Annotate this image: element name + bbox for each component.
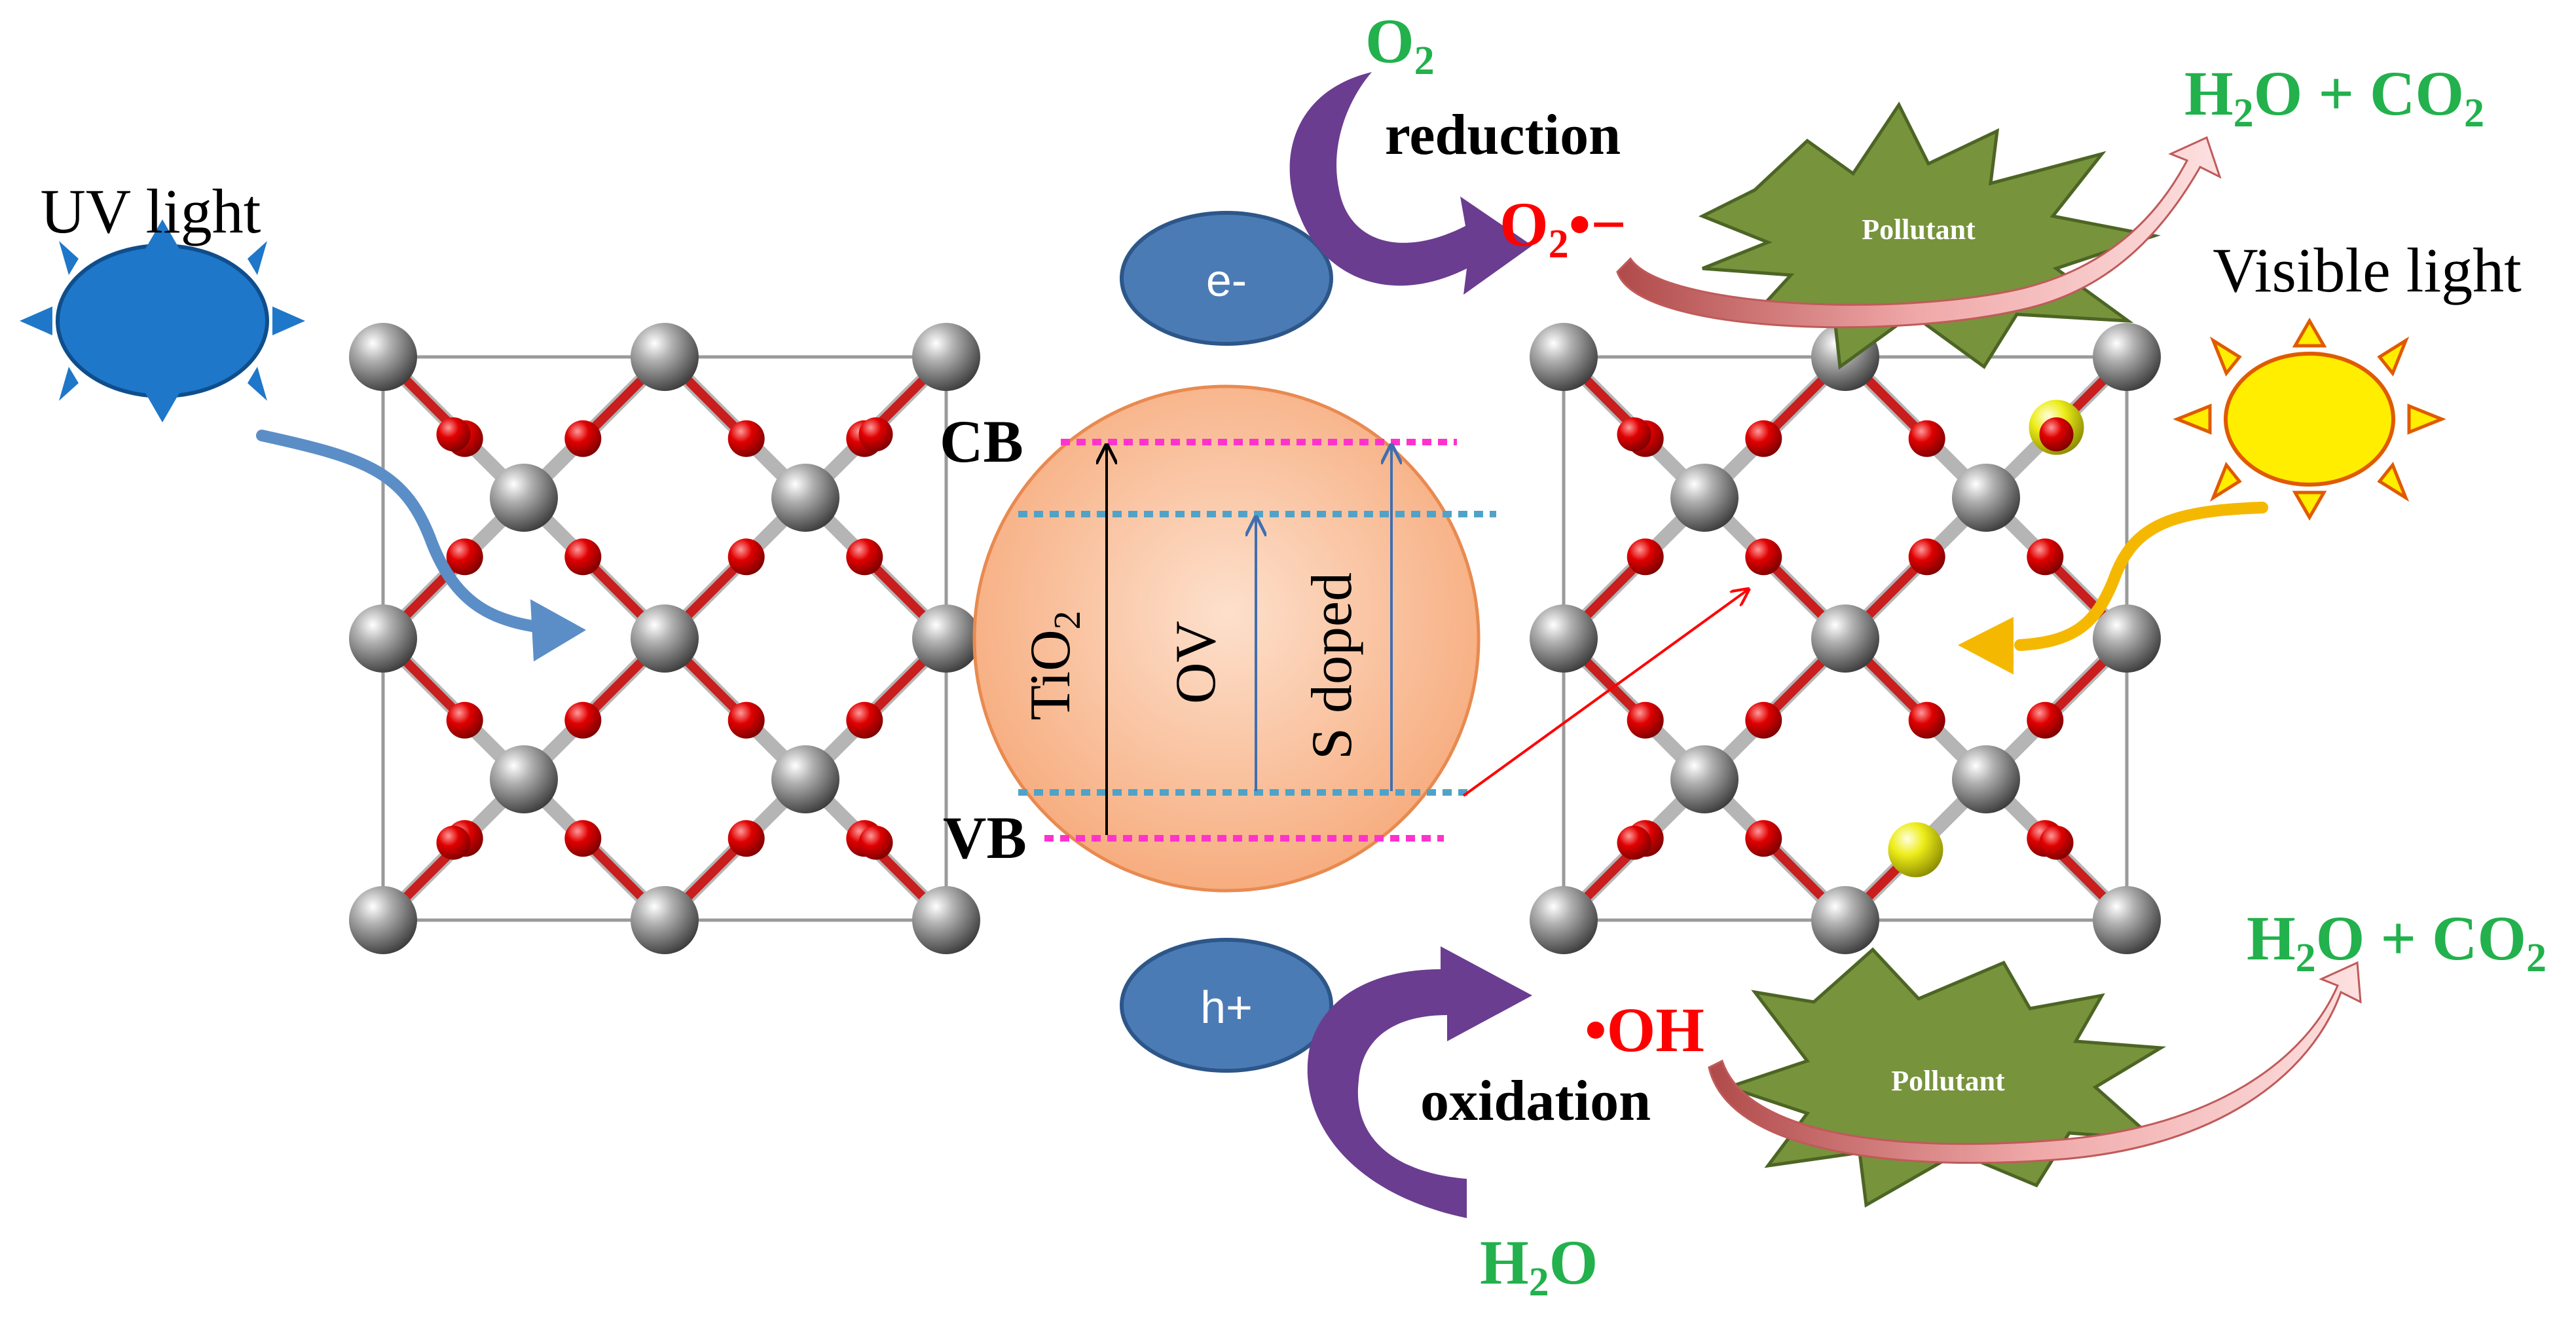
titanium-atom (912, 604, 980, 673)
oxygen-atom (1617, 417, 1651, 452)
tio2-crystal-left (349, 323, 980, 954)
superoxide-label: O2•− (1500, 189, 1627, 267)
oxygen-atom (858, 825, 893, 860)
oxygen-atom (1745, 538, 1782, 576)
titanium-atom (490, 464, 558, 532)
titanium-atom (1952, 745, 2020, 813)
tio2-crystal-right (1530, 323, 2161, 954)
titanium-atom (771, 464, 839, 532)
titanium-atom (2093, 604, 2161, 673)
s-doped-band-label: S doped (1300, 572, 1364, 760)
uv-sun-icon (20, 219, 305, 422)
oxygen-atom (1617, 825, 1651, 860)
oxygen-atom (446, 701, 483, 739)
titanium-atom (1530, 604, 1598, 673)
oxygen-atom (727, 538, 765, 576)
oxygen-atom (1908, 420, 1945, 457)
pollutant-top-label: Pollutant (1862, 213, 1976, 246)
o2-reactant-label: O2 (1365, 6, 1435, 83)
titanium-atom (349, 323, 417, 391)
hole-ellipse (1120, 938, 1333, 1073)
visible-arrow (2014, 502, 2268, 651)
hole-label: h+ (1200, 982, 1253, 1033)
titanium-atom (912, 323, 980, 391)
oxygen-atom (858, 417, 893, 452)
product-arrow-bottom (1708, 961, 2362, 1164)
titanium-atom (1530, 886, 1598, 954)
oxygen-atom (2039, 417, 2074, 452)
product-arrow-top (1616, 136, 2222, 329)
vb-label: VB (943, 804, 1027, 871)
oxygen-atom (564, 538, 602, 576)
visible-arrow-head (1958, 617, 2014, 675)
tio2-band-label: TiO2 (1019, 610, 1088, 720)
titanium-atom (1952, 464, 2020, 532)
oxygen-atom (846, 538, 883, 576)
oxygen-atom (727, 701, 765, 739)
oxygen-atom (1908, 538, 1945, 576)
oxygen-atom (436, 417, 471, 452)
oxygen-atom (1745, 820, 1782, 857)
titanium-atom (2093, 886, 2161, 954)
oxygen-atom (436, 825, 471, 860)
visible-light-label: Visible light (2213, 235, 2522, 305)
electron-label: e- (1206, 255, 1247, 306)
reduction-label: reduction (1385, 103, 1621, 167)
oxygen-atom (1745, 701, 1782, 739)
product-bottom-label: H2O + CO2 (2247, 903, 2547, 980)
titanium-atom (349, 886, 417, 954)
electron-ellipse (1120, 211, 1333, 346)
doping-pointer (1462, 589, 1748, 797)
visible-sun-icon (2173, 318, 2446, 521)
titanium-atom (490, 745, 558, 813)
titanium-atom (631, 886, 699, 954)
hydroxyl-label: •OH (1585, 995, 1704, 1065)
oxygen-atom (446, 538, 483, 576)
titanium-atom (631, 604, 699, 673)
titanium-atom (349, 604, 417, 673)
oxygen-atom (564, 420, 602, 457)
cb-label: CB (940, 408, 1023, 475)
titanium-atom (1670, 745, 1739, 813)
oxygen-atom (727, 420, 765, 457)
titanium-atom (1670, 464, 1739, 532)
oxygen-atom (2027, 701, 2064, 739)
titanium-atom (1811, 886, 1879, 954)
pollutant-bottom-label: Pollutant (1891, 1065, 2005, 1097)
oxidation-arrow (1307, 946, 1532, 1218)
h2o-reactant-label: H2O (1480, 1227, 1598, 1305)
product-top-label: H2O + CO2 (2184, 58, 2484, 136)
titanium-atom (771, 745, 839, 813)
oxygen-atom (1745, 420, 1782, 457)
reduction-arrow (1289, 72, 1532, 295)
oxygen-atom (564, 701, 602, 739)
titanium-atom (1530, 323, 1598, 391)
oxygen-atom (1627, 701, 1664, 739)
oxidation-label: oxidation (1420, 1069, 1651, 1133)
oxygen-atom (727, 820, 765, 857)
sulfur-atom (1888, 822, 1943, 878)
ov-band-label: OV (1164, 621, 1228, 704)
oxygen-atom (1627, 538, 1664, 576)
uv-arrow-head (530, 599, 586, 661)
titanium-atom (631, 323, 699, 391)
oxygen-atom (846, 701, 883, 739)
oxygen-atom (2039, 825, 2074, 860)
titanium-atom (1811, 604, 1879, 673)
oxygen-atom (1908, 701, 1945, 739)
titanium-atom (912, 886, 980, 954)
uv-arrow (256, 430, 556, 635)
uv-light-label: UV light (41, 176, 261, 246)
oxygen-atom (2027, 538, 2064, 576)
titanium-atom (2093, 323, 2161, 391)
oxygen-atom (564, 820, 602, 857)
